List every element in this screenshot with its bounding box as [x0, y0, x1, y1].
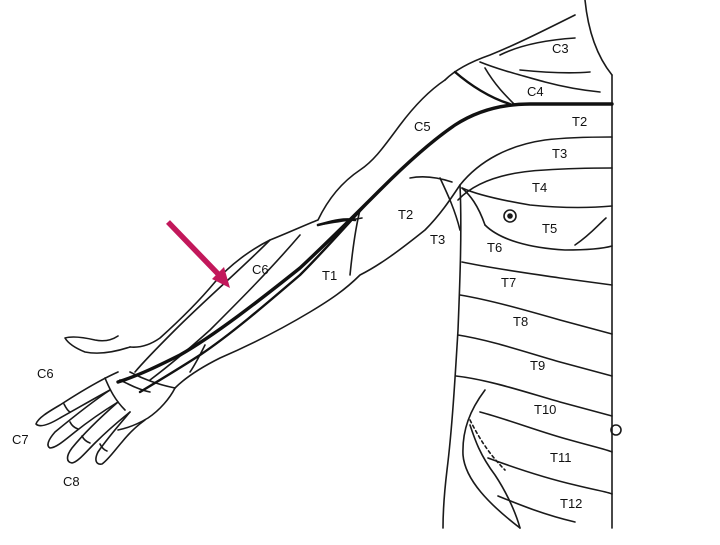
band-t8-t9: [457, 334, 613, 377]
axial-line-forearm: [138, 188, 382, 394]
label-t11: T11: [550, 450, 571, 465]
band-t6-t7: [461, 261, 613, 286]
nipple-outline: [503, 209, 517, 223]
palm-crease-b: [104, 377, 126, 411]
finger-2: [47, 389, 119, 449]
band-t11-t12: [487, 457, 613, 495]
finger-4: [95, 411, 146, 465]
label-t2-arm: T2: [398, 207, 413, 222]
hand-palm-outline: [117, 387, 176, 431]
body-outline: [35, 0, 622, 529]
wrist-line: [129, 371, 176, 389]
label-c6-arm: C6: [252, 262, 269, 277]
label-t8: T8: [513, 314, 528, 329]
band-t7-t8: [459, 294, 613, 335]
label-t9: T9: [530, 358, 545, 373]
axial-line-main: [116, 102, 614, 384]
label-c6-hand: C6: [37, 366, 54, 381]
label-c7: C7: [12, 432, 29, 447]
label-t6: T6: [487, 240, 502, 255]
shoulder-line-c: [519, 69, 591, 74]
upper-arm-outer-outline: [129, 79, 446, 348]
band-t10-t11: [479, 411, 613, 453]
forearm-line-d: [189, 344, 206, 373]
chest-side-outline: [442, 184, 462, 529]
hand-thumb-outline: [64, 335, 131, 354]
axilla-line-b: [439, 177, 461, 231]
label-t5: T5: [542, 221, 557, 236]
palm-crease-a: [119, 379, 151, 393]
umbilicus-outline: [610, 424, 622, 436]
band-t12-bottom: [497, 495, 576, 523]
knuckle-4: [99, 443, 108, 452]
band-t9-t10: [455, 375, 613, 417]
band-t5-curve: [574, 217, 607, 246]
label-t1: T1: [322, 268, 337, 283]
label-t12: T12: [560, 496, 582, 511]
band-t3-t4: [457, 167, 613, 201]
label-c4: C4: [527, 84, 544, 99]
label-t4: T4: [532, 180, 547, 195]
label-t2-chest: T2: [572, 114, 587, 129]
finger-1: [35, 371, 119, 427]
neck-outline: [584, 0, 613, 76]
knuckle-3: [81, 435, 91, 444]
forearm-line-b: [149, 234, 301, 381]
axial-line-shoulder: [453, 70, 512, 106]
band-t5-t6: [484, 224, 613, 251]
label-c8: C8: [63, 474, 80, 489]
nipple-center: [507, 213, 513, 219]
label-t10: T10: [534, 402, 556, 417]
forearm-line-a: [134, 239, 271, 373]
axilla-line-c: [461, 187, 486, 226]
label-c5: C5: [414, 119, 431, 134]
shoulder-top-outline: [444, 14, 576, 81]
arrow-pointer-icon: [166, 220, 230, 288]
hip-dashed-outline: [469, 419, 506, 471]
shoulder-line-b: [484, 67, 516, 106]
band-t2-t3: [459, 136, 613, 186]
label-t3-chest: T3: [552, 146, 567, 161]
band-t4-t5: [461, 187, 613, 209]
forearm-line-c: [349, 209, 361, 276]
shoulder-line-a: [479, 61, 601, 93]
knuckle-1: [63, 403, 71, 413]
axilla-line-a: [409, 175, 453, 183]
finger-3: [66, 401, 131, 464]
hip-outline: [469, 424, 521, 529]
clavicle-line: [499, 37, 576, 56]
dermatome-labels: C3 C4 C5 T2 T3 T4 T2 T5 T3 T6 C6 T1 T7 T…: [12, 41, 587, 511]
arm-inner-outline: [174, 184, 461, 389]
knuckle-2: [69, 421, 79, 430]
abdomen-outline: [462, 389, 521, 529]
label-t7: T7: [501, 275, 516, 290]
label-t3-arm: T3: [430, 232, 445, 247]
axial-line-elbow: [316, 218, 357, 227]
label-c3: C3: [552, 41, 569, 56]
